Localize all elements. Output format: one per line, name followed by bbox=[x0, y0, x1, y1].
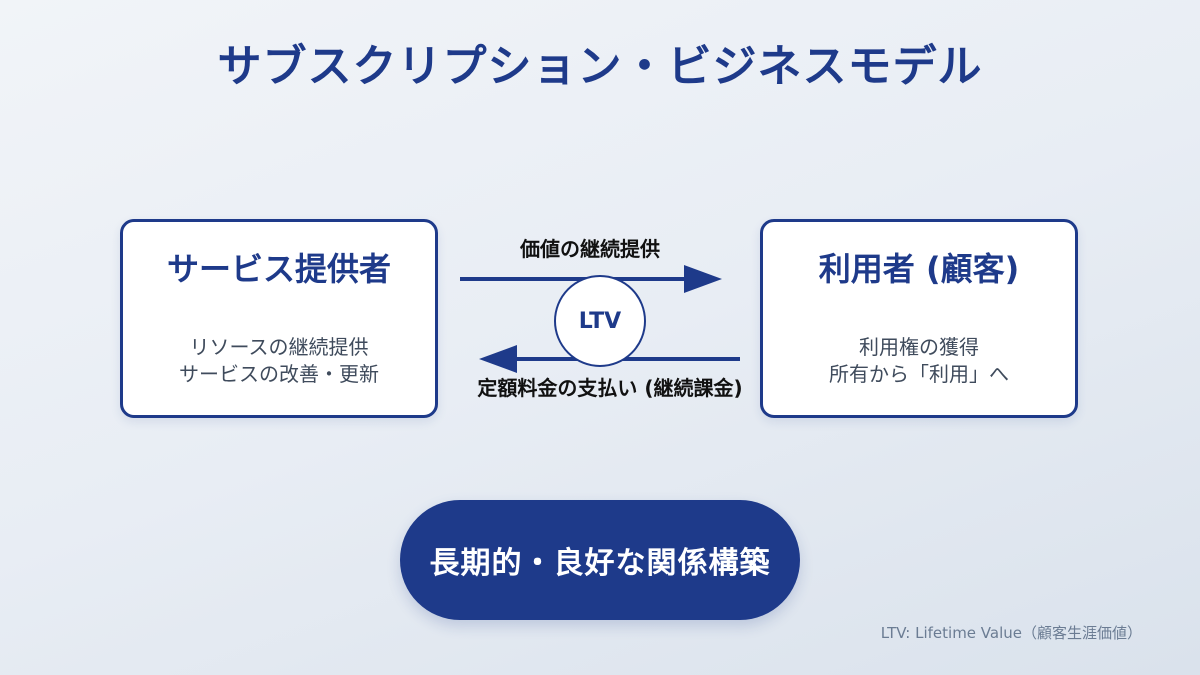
relationship-outcome-pill: 長期的・良好な関係構築 bbox=[400, 500, 800, 620]
payment-flow-label: 定額料金の支払い (継続課金) bbox=[477, 376, 743, 400]
arrow-right-icon bbox=[460, 265, 722, 293]
customer-desc-line: 利用権の獲得 bbox=[859, 335, 979, 359]
customer-desc-line: 所有から「利用」へ bbox=[829, 362, 1009, 386]
diagram-title: サブスクリプション・ビジネスモデル bbox=[217, 41, 983, 92]
provider-description: リソースの継続提供 サービスの改善・更新 bbox=[123, 334, 435, 388]
value-flow-label: 価値の継続提供 bbox=[520, 237, 660, 261]
customer-description: 利用権の獲得 所有から「利用」へ bbox=[763, 334, 1075, 388]
provider-desc-line: サービスの改善・更新 bbox=[179, 362, 379, 386]
customer-title: 利用者 (顧客) bbox=[818, 250, 1020, 288]
ltv-badge: LTV bbox=[554, 275, 646, 367]
provider-desc-line: リソースの継続提供 bbox=[189, 335, 369, 359]
customer-box: 利用者 (顧客) 利用権の獲得 所有から「利用」へ bbox=[760, 219, 1078, 418]
ltv-footnote: LTV: Lifetime Value（顧客生涯価値） bbox=[880, 624, 1142, 642]
provider-title: サービス提供者 bbox=[166, 250, 391, 288]
arrow-left-icon bbox=[479, 345, 740, 373]
provider-box: サービス提供者 リソースの継続提供 サービスの改善・更新 bbox=[120, 219, 438, 418]
